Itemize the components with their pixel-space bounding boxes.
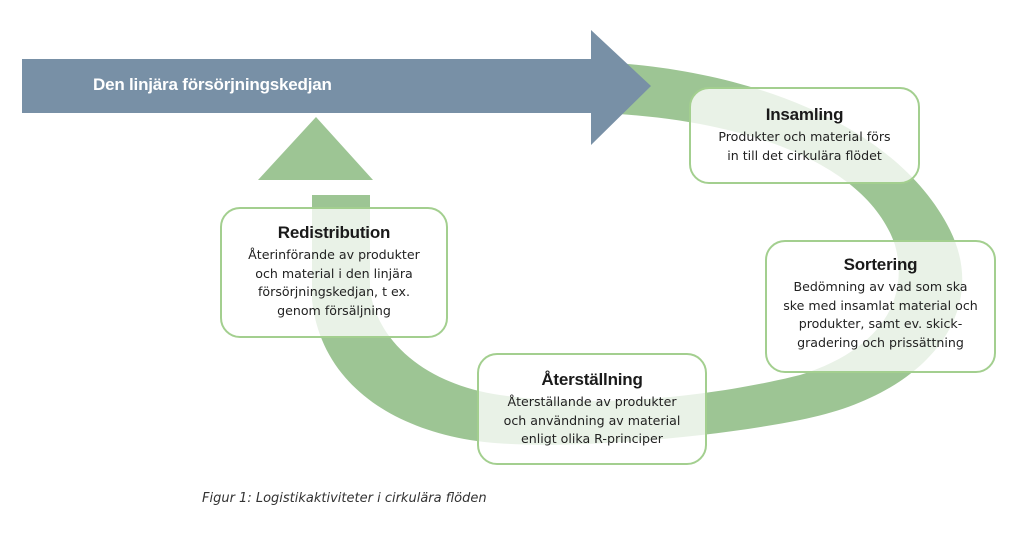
step-box-aterstallning: Återställning Återställande av produkter… [477, 353, 707, 465]
step-desc-line: Produkter och material förs [718, 129, 891, 144]
step-box-insamling: Insamling Produkter och material förs in… [689, 87, 920, 184]
linear-chain-label: Den linjära försörjningskedjan [93, 75, 332, 94]
step-desc-line: Återställande av produkter [507, 394, 677, 409]
step-title-redistribution: Redistribution [277, 223, 391, 242]
step-desc-line: och användning av material [503, 412, 681, 428]
linear-arrow [22, 30, 651, 145]
step-desc-line: och material i den linjära [255, 265, 413, 281]
step-desc-line: Bedömning av vad som ska [793, 279, 968, 294]
step-desc-line: Återinförande av produkter [248, 247, 420, 262]
step-desc-line: in till det cirkulära flödet [727, 147, 882, 163]
step-title-aterstallning: Återställning [541, 370, 643, 389]
step-desc-line: produkter, samt ev. skick- [798, 316, 963, 331]
figure-caption: Figur 1: Logistikaktiviteter i cirkulära… [202, 491, 487, 506]
step-desc-line: genom försäljning [277, 302, 391, 318]
step-desc-line: enligt olika R-principer [521, 431, 663, 446]
step-box-redistribution: Redistribution Återinförande av produkte… [220, 207, 448, 338]
step-title-insamling: Insamling [765, 105, 844, 124]
step-desc-line: gradering och prissättning [797, 334, 964, 350]
step-desc-line: ske med insamlat material och [783, 297, 978, 313]
step-title-sortering: Sortering [843, 255, 918, 274]
step-desc-line: försörjningskedjan, t ex. [258, 284, 410, 299]
cycle-arrowhead-up [258, 117, 373, 180]
step-box-sortering: Sortering Bedömning av vad som ska ske m… [765, 240, 996, 373]
